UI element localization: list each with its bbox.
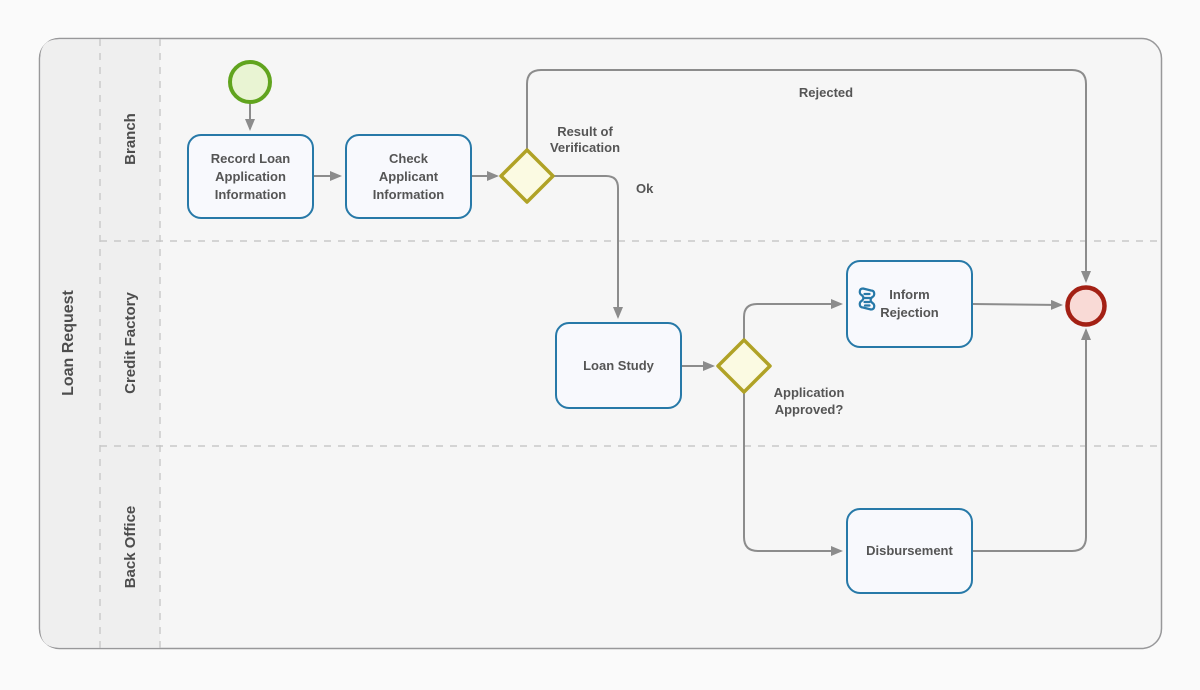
gateway-application-approved[interactable]	[716, 338, 772, 394]
flow-rejected-to-end	[526, 69, 1091, 283]
lane-title-credit-factory: Credit Factory	[121, 292, 139, 394]
flow-approved-to-disbursement	[743, 392, 843, 556]
script-icon	[855, 267, 879, 318]
edge-label-rejected: Rejected	[798, 85, 854, 100]
task-label: Record Loan Application Information	[210, 150, 291, 202]
task-label: Loan Study	[583, 357, 654, 373]
flow-inform-rejection-to-end	[972, 299, 1063, 310]
gateway-label-application-approved: Application Approved?	[773, 385, 845, 417]
flow-ok-to-loan-study	[554, 175, 623, 319]
pool-label-column	[40, 39, 160, 648]
end-event[interactable]	[1065, 285, 1107, 327]
task-loan-study[interactable]: Loan Study	[555, 322, 682, 409]
lane-title-branch: Branch	[121, 113, 139, 165]
edge-label-ok: Ok	[636, 181, 654, 196]
task-record-loan-application-information[interactable]: Record Loan Application Information	[187, 134, 314, 219]
flow-approved-to-inform-rejection	[743, 299, 843, 340]
task-inform-rejection[interactable]: Inform Rejection	[846, 260, 973, 348]
task-label: Inform Rejection	[880, 287, 939, 320]
start-event[interactable]	[228, 60, 272, 104]
flow-disbursement-to-end	[973, 328, 1091, 552]
task-label: Disbursement	[866, 543, 953, 558]
lane-title-back-office: Back Office	[121, 505, 139, 589]
gateway-result-of-verification[interactable]	[499, 148, 555, 204]
task-check-applicant-information[interactable]: Check Applicant Information	[345, 134, 472, 219]
pool-title: Loan Request	[60, 290, 77, 396]
task-disbursement[interactable]: Disbursement	[846, 508, 973, 594]
task-label: Check Applicant Information	[372, 150, 445, 202]
sequence-flows	[245, 69, 1091, 556]
gateway-label-result-of-verification: Result of Verification	[549, 124, 621, 155]
